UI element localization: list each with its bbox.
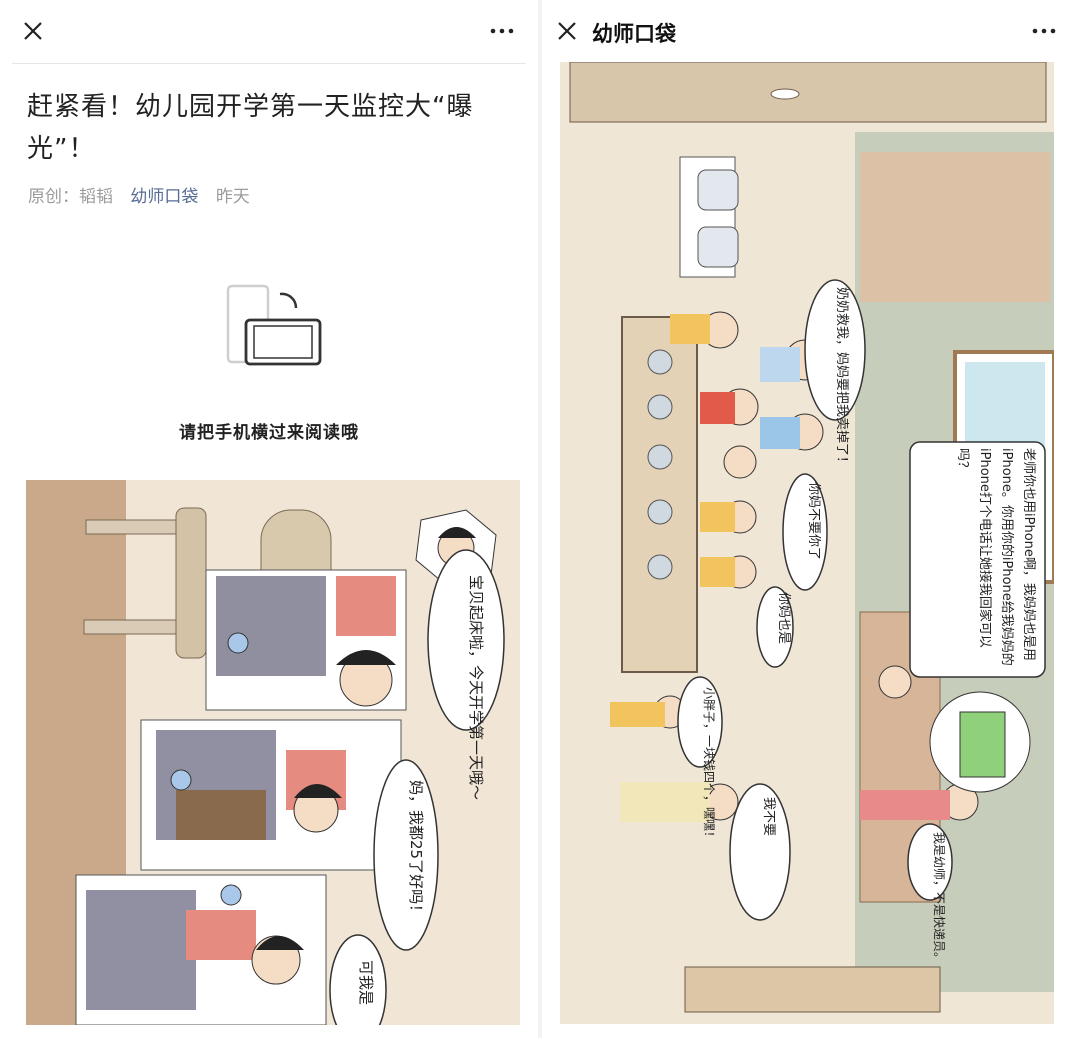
rotate-phone-icon (226, 284, 322, 366)
comic-bubble-no: 我不要 (761, 797, 776, 836)
rotate-hint: 请把手机横过来阅读哦 (179, 423, 359, 443)
comic-bubble-one-yuan: 小胖子，一块钱四个，嘿嘿！ (702, 687, 717, 843)
close-icon[interactable] (556, 20, 578, 42)
close-icon[interactable] (22, 20, 44, 42)
comic-bubble-mom-not-want: 你妈不要你了 (806, 482, 821, 560)
top-bar-divider (12, 63, 526, 64)
panel-divider (538, 0, 542, 1038)
comic-image-left: 宝贝起床啦，今天开学第一天哦～ 妈，我都25了好吗！ 可我是 (26, 480, 520, 1025)
author-label: 原创：韬韬 (28, 187, 113, 207)
comic-bubble-25: 妈，我都25了好吗！ (407, 780, 425, 919)
comic-bubble-mom-too: 你妈也是 (776, 592, 791, 644)
right-screen: 幼师口袋 (542, 0, 1080, 1038)
comic-image-right: 奶奶救我，妈妈要把我卖掉了！ 你妈不要你了 你妈也是 老师你也用iPhone啊，… (560, 62, 1054, 1024)
page-title: 幼师口袋 (592, 22, 676, 46)
comic-bubble-cut: 可我是 (357, 960, 375, 1005)
article-title: 赶紧看！幼儿园开学第一天监控大“曝光”！ (27, 92, 474, 164)
article-meta: 原创：韬韬 幼师口袋 昨天 (28, 182, 250, 207)
comic-bubble-wakeup: 宝贝起床啦，今天开学第一天哦～ (467, 575, 485, 800)
top-bar (0, 0, 538, 64)
comic-bubble-iphone: 老师你也用iPhone啊，我妈妈也是用iPhone。你用你的iPhone给我妈妈… (955, 448, 1036, 666)
publish-time: 昨天 (215, 187, 250, 207)
left-screen: 赶紧看！幼儿园开学第一天监控大“曝光”！ 原创：韬韬 幼师口袋 昨天 请把手机横… (0, 0, 538, 1038)
comic-bubble-grandma: 奶奶救我，妈妈要把我卖掉了！ (834, 287, 850, 469)
more-icon[interactable] (1032, 26, 1056, 36)
account-link[interactable]: 幼师口袋 (130, 187, 199, 207)
top-bar: 幼师口袋 (542, 0, 1080, 64)
comic-bubble-not-courier: 我是幼师，不是快递员。 (932, 832, 946, 964)
more-icon[interactable] (490, 26, 514, 36)
